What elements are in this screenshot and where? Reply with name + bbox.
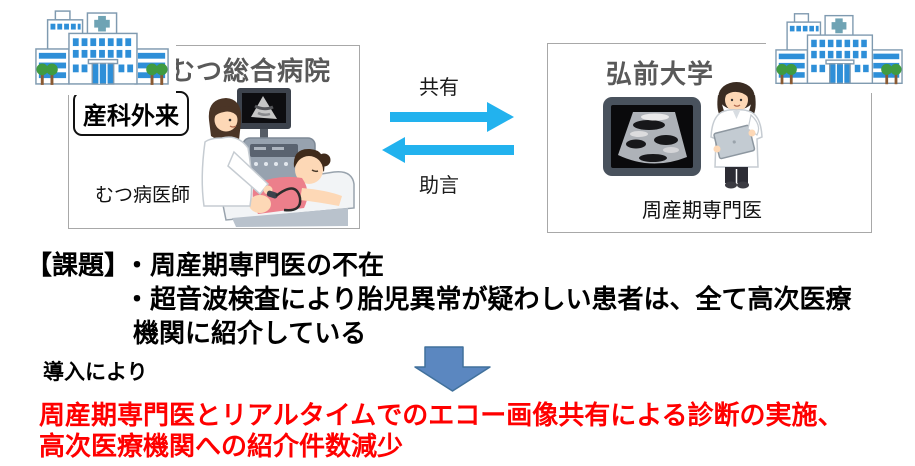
arrow-left-icon xyxy=(378,130,518,172)
issue-item-1: ・周産期専門医の不在 xyxy=(124,250,385,280)
perinatal-specialist-label: 周産期専門医 xyxy=(642,200,762,222)
issues-heading: 【課題】 xyxy=(26,250,131,280)
mutsu-hospital-panel: むつ総合病院 産科外来 むつ病医師 xyxy=(68,45,360,229)
ultrasound-exam-illustration xyxy=(196,86,359,228)
outcome-line-1: 周産期専門医とリアルタイムでのエコー画像共有による診断の実施、 xyxy=(39,400,844,430)
arrow-right-icon xyxy=(382,95,517,137)
share-label: 共有 xyxy=(419,77,459,99)
ultrasound-echo-image xyxy=(603,97,701,176)
hirosaki-university-panel: 弘前大学 xyxy=(547,43,872,233)
introduction-lead-label: 導入により xyxy=(43,361,148,384)
doctor-with-tablet-illustration xyxy=(700,79,773,191)
hospital-building-icon-left xyxy=(32,6,176,95)
mutsu-hospital-title: むつ総合病院 xyxy=(169,56,332,86)
mutsu-doctor-label: むつ病医師 xyxy=(95,185,191,206)
hospital-building-icon-right xyxy=(766,9,915,93)
issue-item-2: ・超音波検査により胎児異常が疑わしい患者は、全て高次医療 xyxy=(124,284,852,314)
advice-label: 助言 xyxy=(419,175,459,197)
issue-item-2-continued: 機関に紹介している xyxy=(133,318,367,348)
arrow-down-icon xyxy=(400,344,492,393)
hirosaki-university-title: 弘前大学 xyxy=(606,59,715,89)
outcome-line-2: 高次医療機関への紹介件数減少 xyxy=(39,431,404,461)
obstetrics-outpatient-badge: 産科外来 xyxy=(73,91,189,136)
